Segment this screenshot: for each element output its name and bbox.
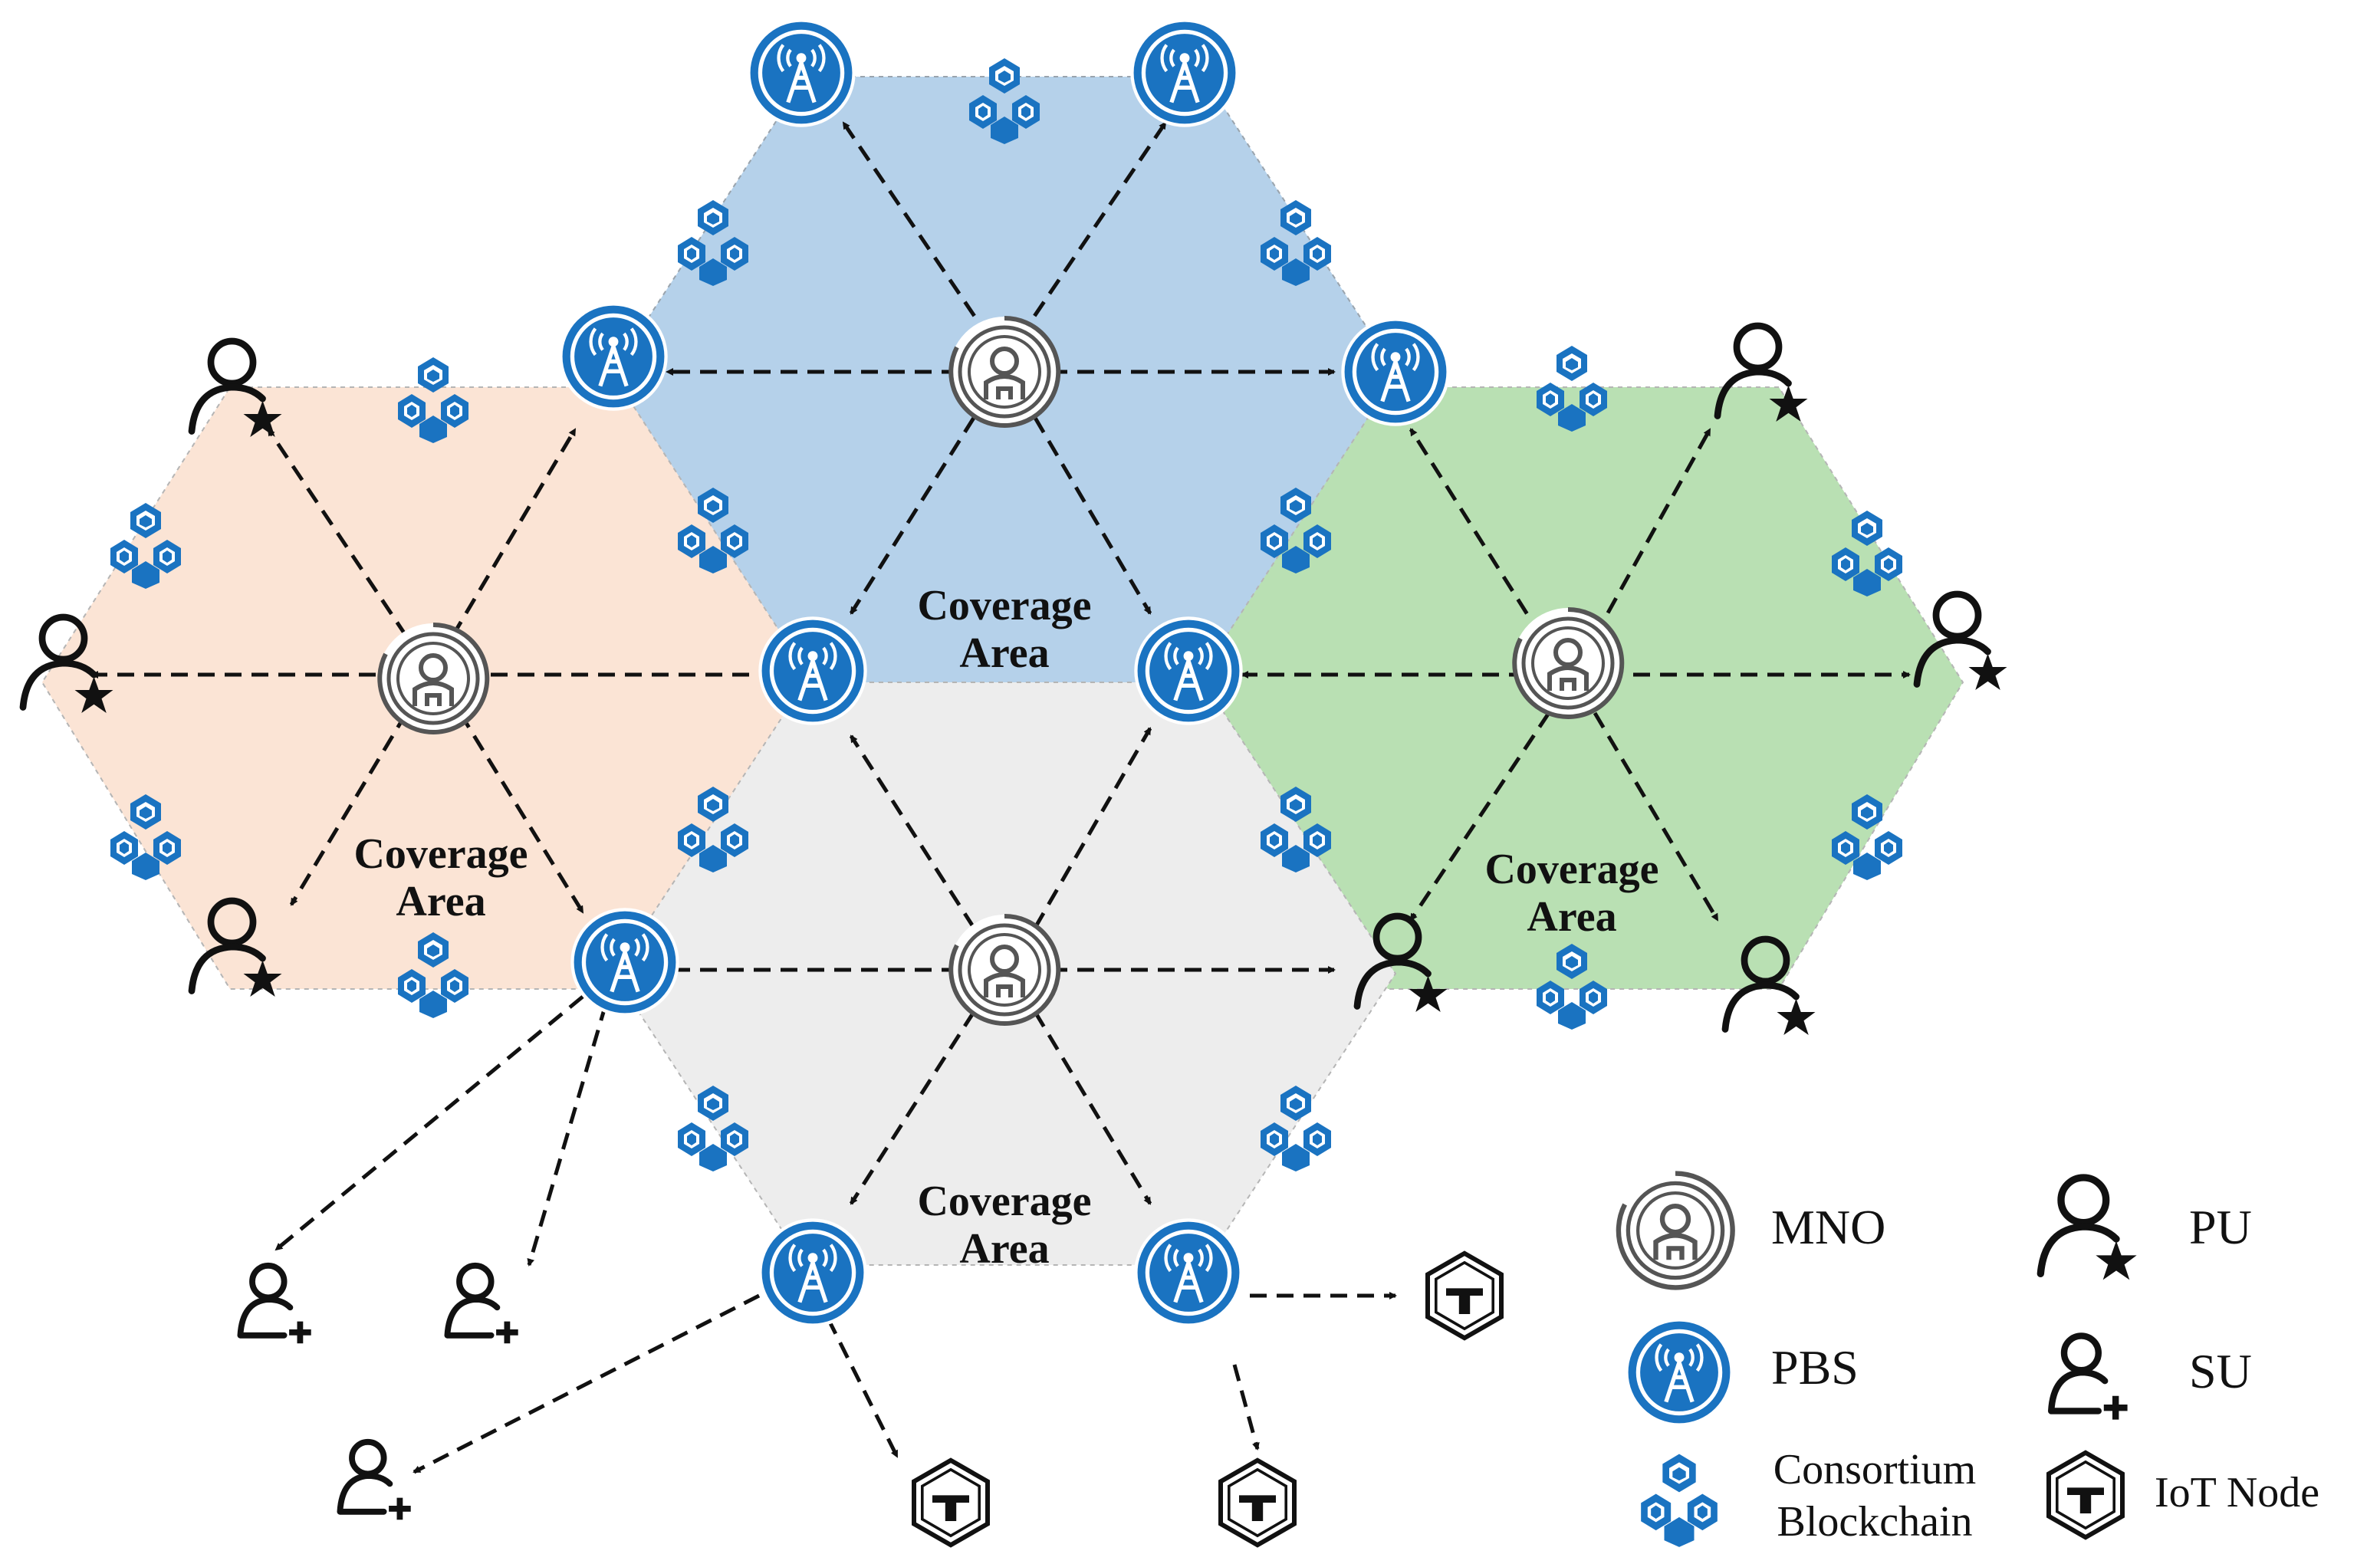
su-nodes — [240, 1266, 518, 1520]
secondary-user-icon — [340, 1442, 410, 1520]
pbs-tower-icon — [747, 18, 855, 127]
legend-pbs-label: PBS — [1771, 1340, 1859, 1395]
coverage-labels: Coverage Area Coverage Area Coverage Are… — [353, 582, 1658, 1273]
pbs-tower-icon — [1134, 616, 1242, 724]
pbs-tower-icon — [1625, 1318, 1733, 1426]
pbs-tower-icon — [570, 908, 679, 1016]
iot-node-icon — [2049, 1453, 2122, 1537]
secondary-user-icon — [2051, 1336, 2127, 1419]
iot-node-icon — [914, 1460, 988, 1545]
mno-icon — [1617, 1172, 1734, 1290]
legend-iot-label: IoT Node — [2155, 1469, 2319, 1516]
secondary-user-icon — [240, 1266, 311, 1343]
coverage-label-left-line2: Area — [396, 878, 485, 925]
secondary-user-icon — [447, 1266, 518, 1343]
mno-icon — [1513, 608, 1623, 718]
coverage-label-left-line1: Coverage — [353, 830, 528, 878]
mno-icon — [949, 317, 1060, 427]
iot-node-icon — [1221, 1460, 1294, 1545]
primary-user-icon — [2040, 1178, 2136, 1280]
legend-su-label: SU — [2189, 1344, 2252, 1398]
legend-blockchain-label-line1: Consortium — [1773, 1446, 1976, 1493]
iot-node-icon — [1428, 1254, 1501, 1338]
pbs-tower-icon — [1134, 1218, 1242, 1326]
pbs-tower-icon — [758, 616, 866, 724]
consortium-blockchain-icon — [1641, 1454, 1718, 1547]
legend-pu-label: PU — [2189, 1200, 2252, 1254]
pbs-tower-icon — [1130, 18, 1238, 127]
coverage-label-bottom-line1: Coverage — [917, 1178, 1091, 1225]
coverage-label-right-line1: Coverage — [1484, 846, 1658, 893]
legend-mno-label: MNO — [1771, 1200, 1885, 1254]
coverage-label-top-line2: Area — [959, 629, 1049, 677]
mno-icon — [378, 623, 488, 734]
legend: MNO PBS Consortium Blockchain PU SU IoT … — [1617, 1172, 2319, 1547]
coverage-label-top-line1: Coverage — [917, 582, 1091, 629]
coverage-label-right-line2: Area — [1527, 893, 1616, 941]
pbs-tower-icon — [559, 302, 667, 410]
coverage-label-bottom-line2: Area — [959, 1225, 1049, 1273]
pbs-tower-icon — [758, 1218, 866, 1326]
legend-blockchain-label-line2: Blockchain — [1777, 1498, 1972, 1546]
mno-icon — [949, 915, 1060, 1025]
pbs-tower-icon — [1341, 317, 1449, 426]
links — [90, 121, 1911, 1474]
